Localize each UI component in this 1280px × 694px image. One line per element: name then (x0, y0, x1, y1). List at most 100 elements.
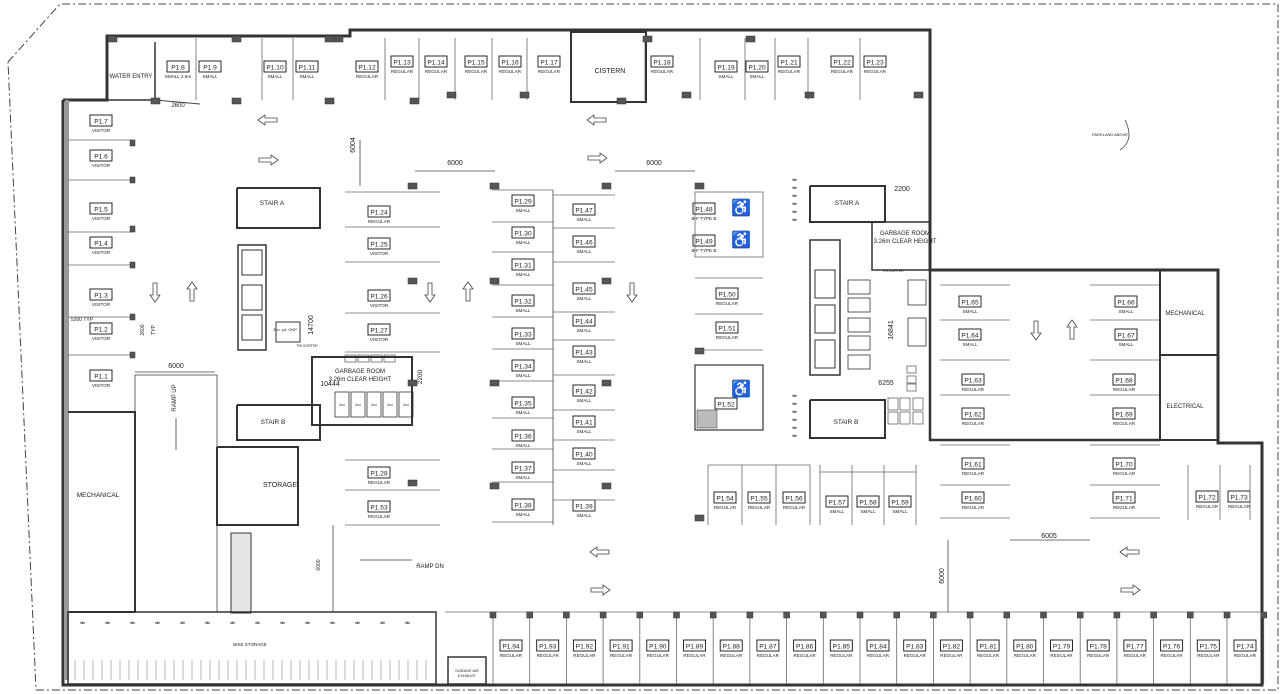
stall-number: P1.29 (514, 199, 532, 206)
stall-number-box (1233, 639, 1257, 652)
bin-box (366, 391, 382, 418)
elevator-car (241, 249, 263, 276)
parkland-arrow (1119, 119, 1130, 151)
stall-type: VISITOR (92, 302, 111, 307)
crd-box (906, 365, 917, 374)
stall-number: P1.66 (1117, 300, 1135, 307)
stall-type: REGULAR (757, 653, 780, 658)
stall-number: P1.14 (427, 60, 445, 67)
column (324, 35, 335, 43)
bin-box (847, 317, 871, 333)
stall-number: P1.15 (467, 60, 485, 67)
stall-number: P1.27 (370, 328, 388, 335)
stall-number: P1.37 (514, 466, 532, 473)
stall-number-box (295, 60, 319, 73)
stall-number: P1.3 (94, 293, 108, 300)
stall-number: P1.50 (718, 292, 736, 299)
stall-type: B-F TYPE B (692, 216, 717, 221)
stall-number-box (511, 327, 535, 340)
stall-number: P1.12 (358, 65, 376, 72)
column (489, 611, 497, 619)
arrow-shape (590, 584, 611, 596)
tri-sorter-left: TRI-SORTER (296, 344, 318, 348)
stall-type: VISITOR (92, 128, 111, 133)
stall-number: P1.46 (575, 240, 593, 247)
stall-number-box (572, 345, 596, 358)
column (129, 313, 136, 321)
stall-number-box (511, 294, 535, 307)
ramp-dn-label: RAMP DN (416, 564, 444, 570)
stall-number: P1.11 (299, 65, 316, 72)
stall-number-box (692, 234, 716, 247)
dim-6005: 6005 (1041, 533, 1057, 540)
stall-type: REGULAR (499, 69, 522, 74)
stall-number: P1.43 (575, 350, 593, 357)
mechanical-right-label: MECHANICAL (1165, 311, 1205, 317)
parking-stall: P1.48B-F TYPE B (692, 202, 717, 221)
stall-number: P1.63 (964, 378, 982, 385)
bike-icon: ⚮ (792, 410, 797, 416)
stall-type: SMALL 2.6m (165, 74, 192, 79)
column (231, 35, 242, 43)
stall-number-box (367, 323, 391, 336)
stall-type: SMALL (962, 342, 978, 347)
stall-number: P1.82 (943, 644, 961, 651)
stall-number: P1.25 (370, 242, 388, 249)
stall-type: REGULAR (391, 69, 414, 74)
bike-icon: ⚮ (205, 621, 210, 627)
stall-number-box (498, 55, 522, 68)
stall-number: P1.8 (171, 65, 185, 72)
stall-number: P1.24 (370, 210, 388, 217)
stair-b-right-wall (809, 399, 886, 439)
column (407, 277, 418, 285)
stall-type: SMALL (576, 249, 592, 254)
stall-number: P1.16 (501, 60, 519, 67)
column (694, 514, 705, 522)
stall-number-box (715, 321, 739, 334)
stall-type: SMALL (515, 443, 531, 448)
elevator-car (814, 269, 836, 299)
bike-storage-label: BIKE STORAGE (233, 642, 266, 647)
crd-box (906, 383, 917, 392)
stall-number-box (511, 396, 535, 409)
stall-number: P1.9 (203, 65, 217, 72)
stall-type: SMALL (515, 240, 531, 245)
stall-number: P1.73 (1230, 495, 1248, 502)
stall-type: REGULAR (940, 653, 963, 658)
column (616, 97, 627, 105)
stall-number-box (390, 55, 414, 68)
arrow-shape (186, 281, 198, 302)
stall-number: P1.5 (94, 207, 108, 214)
column (694, 347, 705, 355)
stall-type: SMALL (576, 461, 592, 466)
stall-type: REGULAR (1087, 653, 1110, 658)
stall-number-box (198, 60, 222, 73)
stall-number: P1.31 (514, 263, 532, 270)
stall-type: REGULAR (962, 387, 985, 392)
stall-number-box (511, 498, 535, 511)
garbage-left-label-1: GARBAGE ROOM (335, 369, 385, 375)
stall-number-box (777, 55, 801, 68)
stall-number: P1.19 (717, 65, 735, 72)
stall-number: P1.72 (1198, 495, 1216, 502)
